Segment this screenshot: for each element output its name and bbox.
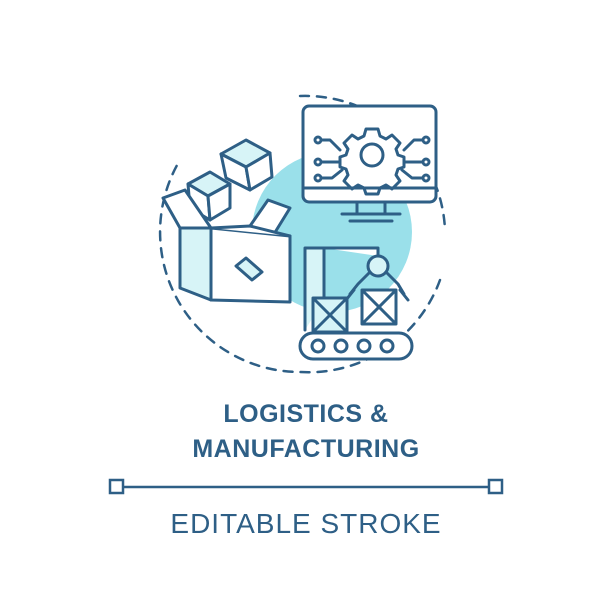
monitor-gear-icon xyxy=(301,104,438,223)
title-line-2: MANUFACTURING xyxy=(192,435,420,463)
divider-handle-left xyxy=(108,478,125,495)
crate-icon xyxy=(311,288,398,334)
divider-handle-right xyxy=(487,478,504,495)
title-line-1: LOGISTICS & xyxy=(223,400,389,428)
open-box-icon xyxy=(161,170,292,304)
divider-line xyxy=(108,478,504,495)
subtitle: EDITABLE STROKE xyxy=(170,508,442,539)
cube-icon xyxy=(219,138,274,192)
robotic-arm-icon xyxy=(303,246,410,332)
logistics-manufacturing-illustration xyxy=(158,94,447,374)
conveyor-belt-icon xyxy=(298,331,414,361)
